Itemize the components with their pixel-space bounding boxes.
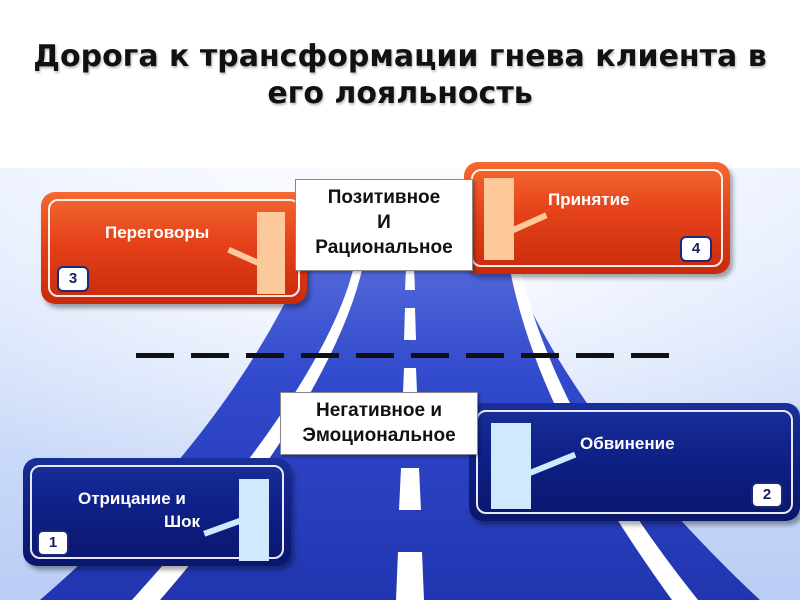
zone-label-negative: Негативное и Эмоциональное xyxy=(280,392,478,455)
zone-negative-line1: Негативное и xyxy=(315,400,443,421)
sign-label-acceptance: Принятие xyxy=(548,190,630,209)
step-number-badge: 4 xyxy=(680,236,712,262)
signpost xyxy=(484,178,514,260)
step-number-badge: 3 xyxy=(57,266,89,292)
sign-border xyxy=(30,465,284,559)
signpost xyxy=(257,212,285,294)
signpost xyxy=(491,423,531,509)
step-number-badge: 2 xyxy=(751,482,783,508)
sign-negotiation: Переговоры 3 xyxy=(41,192,307,304)
zone-positive-line3: Рациональное xyxy=(315,237,453,258)
center-dashes xyxy=(396,268,424,600)
sign-acceptance: Принятие 4 xyxy=(464,162,730,274)
sign-denial-shock: Отрицание и Шок 1 xyxy=(23,458,291,566)
sign-border xyxy=(476,410,793,514)
sign-label-denial-line1: Отрицание и xyxy=(78,489,186,508)
signpost xyxy=(239,479,269,561)
sign-label-denial-line2: Шок xyxy=(164,512,200,531)
step-number-badge: 1 xyxy=(37,530,69,556)
sign-blame: Обвинение 2 xyxy=(469,403,800,521)
page-title: Дорога к трансформации гнева клиента в е… xyxy=(33,39,767,111)
sign-label-negotiation: Переговоры xyxy=(105,223,210,242)
zone-negative-line2: Эмоциональное xyxy=(302,425,456,446)
zone-label-positive: Позитивное И Рациональное xyxy=(295,179,473,271)
sign-label-blame: Обвинение xyxy=(580,434,675,453)
zone-positive-line1: Позитивное xyxy=(327,187,441,208)
road-right-edge xyxy=(510,270,698,600)
zone-positive-line2: И xyxy=(377,212,391,233)
